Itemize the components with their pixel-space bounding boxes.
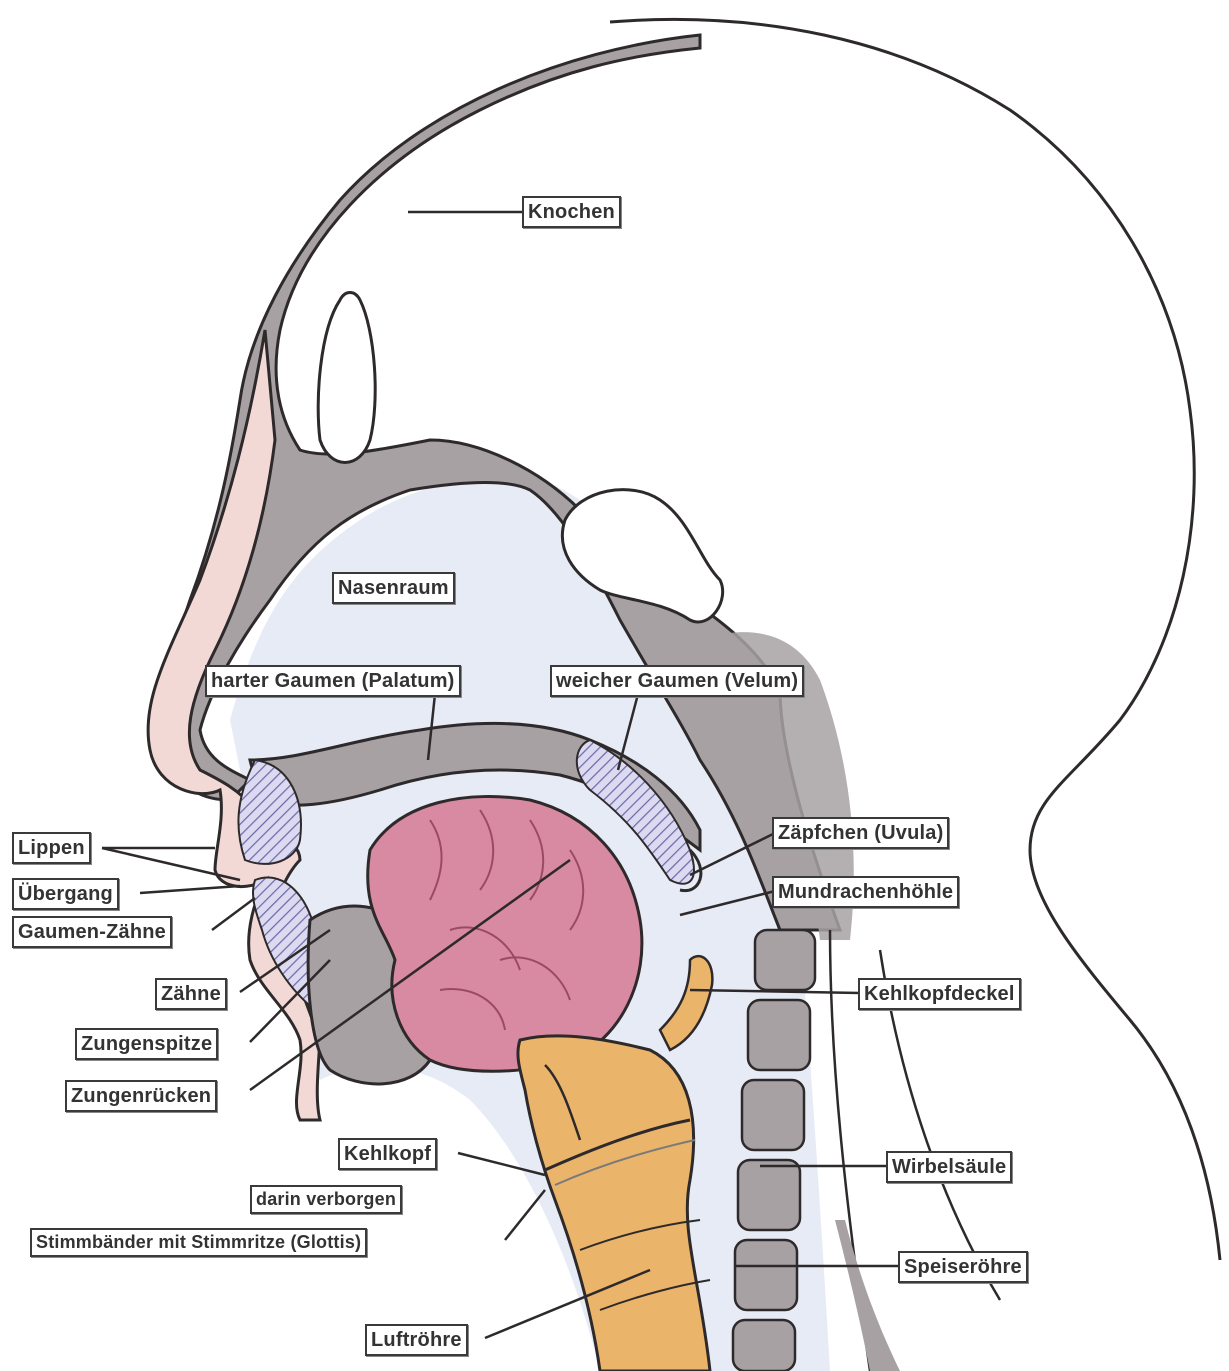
label-zungenruecken: Zungenrücken	[65, 1080, 217, 1112]
label-zungenspitze: Zungenspitze	[75, 1028, 218, 1060]
label-kehlkopfdeckel: Kehlkopfdeckel	[858, 978, 1021, 1010]
label-uebergang: Übergang	[12, 878, 119, 910]
label-stimmbaender: Stimmbänder mit Stimmritze (Glottis)	[30, 1228, 367, 1257]
label-wirbelsaeule: Wirbelsäule	[886, 1151, 1012, 1183]
label-nasenraum: Nasenraum	[332, 572, 455, 604]
label-weicher-gaumen: weicher Gaumen (Velum)	[550, 665, 804, 697]
label-kehlkopf: Kehlkopf	[338, 1138, 437, 1170]
label-luftroehre: Luftröhre	[365, 1324, 468, 1356]
label-gaumen-zaehne: Gaumen-Zähne	[12, 916, 172, 948]
label-speiseroehre: Speiseröhre	[898, 1251, 1028, 1283]
label-knochen: Knochen	[522, 196, 621, 228]
label-darin-verborgen: darin verborgen	[250, 1185, 402, 1214]
label-lippen: Lippen	[12, 832, 91, 864]
frontal-sinus	[318, 293, 375, 463]
label-harter-gaumen: harter Gaumen (Palatum)	[205, 665, 461, 697]
oesophagus-shading	[835, 1220, 900, 1371]
label-mundrachenhoehle: Mundrachenhöhle	[772, 876, 959, 908]
label-zaehne: Zähne	[155, 978, 227, 1010]
label-zaepfchen: Zäpfchen (Uvula)	[772, 817, 949, 849]
